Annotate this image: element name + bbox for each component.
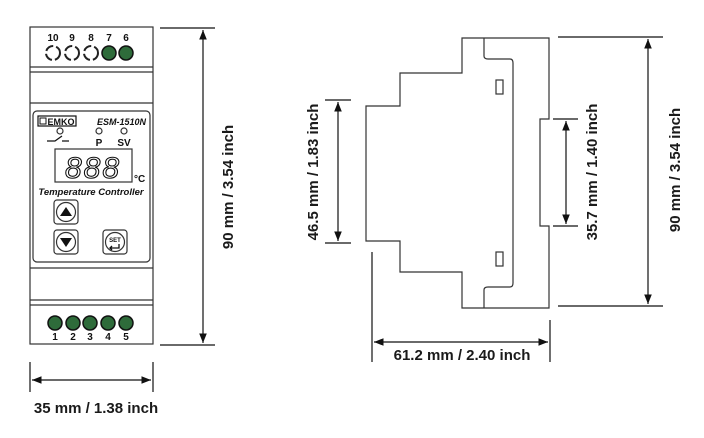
screw-terminal-icon <box>47 315 63 331</box>
bottom-terminals: 1 2 3 4 5 <box>47 315 134 343</box>
enter-icon <box>109 244 120 251</box>
screw-terminal-icon <box>101 45 117 61</box>
sv-indicator-label: SV <box>117 138 131 149</box>
p-led-icon <box>95 127 103 135</box>
rail-height-dimension: 35.7 mm / 1.40 inch <box>553 104 601 241</box>
front-width-label: 35 mm / 1.38 inch <box>34 400 158 417</box>
screw-terminal-icon <box>100 315 116 331</box>
model-label: ESM-1510N <box>97 117 147 127</box>
terminal-label: 3 <box>87 332 93 343</box>
top-terminals: 10 9 8 7 6 <box>45 33 134 61</box>
side-inner-height-label: 46.5 mm / 1.83 inch <box>305 104 322 241</box>
unit-label: °C <box>134 174 145 185</box>
down-button[interactable] <box>53 229 79 255</box>
side-inner-height-dimension: 46.5 mm / 1.83 inch <box>305 99 351 244</box>
up-arrow-icon <box>60 207 72 216</box>
front-width-dimension: 35 mm / 1.38 inch <box>29 362 158 417</box>
terminal-label: 5 <box>123 332 129 343</box>
front-height-dimension: 90 mm / 3.54 inch <box>160 27 237 346</box>
screw-terminal-icon <box>65 315 81 331</box>
side-depth-dimension: 61.2 mm / 2.40 inch <box>371 252 551 364</box>
front-view: 10 9 8 7 6 EMKO ESM-1510N P SV 888 °C Te… <box>29 26 154 345</box>
front-panel <box>32 110 151 263</box>
terminal-label: 9 <box>69 33 75 44</box>
front-height-label: 90 mm / 3.54 inch <box>220 125 237 249</box>
side-view <box>365 37 550 309</box>
display-window <box>54 148 133 183</box>
screw-terminal-icon <box>118 45 134 61</box>
terminal-label: 4 <box>105 332 111 343</box>
svg-text:EMKO: EMKO <box>48 117 75 127</box>
clip-slot <box>495 79 504 95</box>
p-indicator-label: P <box>96 138 103 149</box>
terminal-label: 2 <box>70 332 76 343</box>
empty-terminal-icon <box>64 45 80 61</box>
side-height-dimension: 90 mm / 3.54 inch <box>558 36 684 307</box>
screw-terminal-icon <box>118 315 134 331</box>
brand-logo: EMKO <box>37 115 77 127</box>
side-height-label: 90 mm / 3.54 inch <box>667 108 684 232</box>
set-button[interactable]: SET <box>102 229 128 255</box>
subtitle-label: Temperature Controller <box>38 187 145 198</box>
up-button[interactable] <box>53 199 79 225</box>
side-depth-label: 61.2 mm / 2.40 inch <box>394 347 531 364</box>
seven-segment-display: 888 <box>65 152 121 185</box>
screw-terminal-icon <box>82 315 98 331</box>
svg-text:SET: SET <box>109 238 121 244</box>
relay-switch-icon <box>47 135 69 142</box>
terminal-label: 7 <box>106 33 112 44</box>
empty-terminal-icon <box>45 45 61 61</box>
rail-height-label: 35.7 mm / 1.40 inch <box>584 104 601 241</box>
relay-led-icon <box>56 127 64 135</box>
empty-terminal-icon <box>83 45 99 61</box>
terminal-label: 10 <box>47 33 59 44</box>
terminal-label: 6 <box>123 33 129 44</box>
down-arrow-icon <box>60 238 72 247</box>
sv-led-icon <box>120 127 128 135</box>
terminal-label: 1 <box>52 332 58 343</box>
terminal-label: 8 <box>88 33 94 44</box>
clip-slot <box>495 251 504 267</box>
